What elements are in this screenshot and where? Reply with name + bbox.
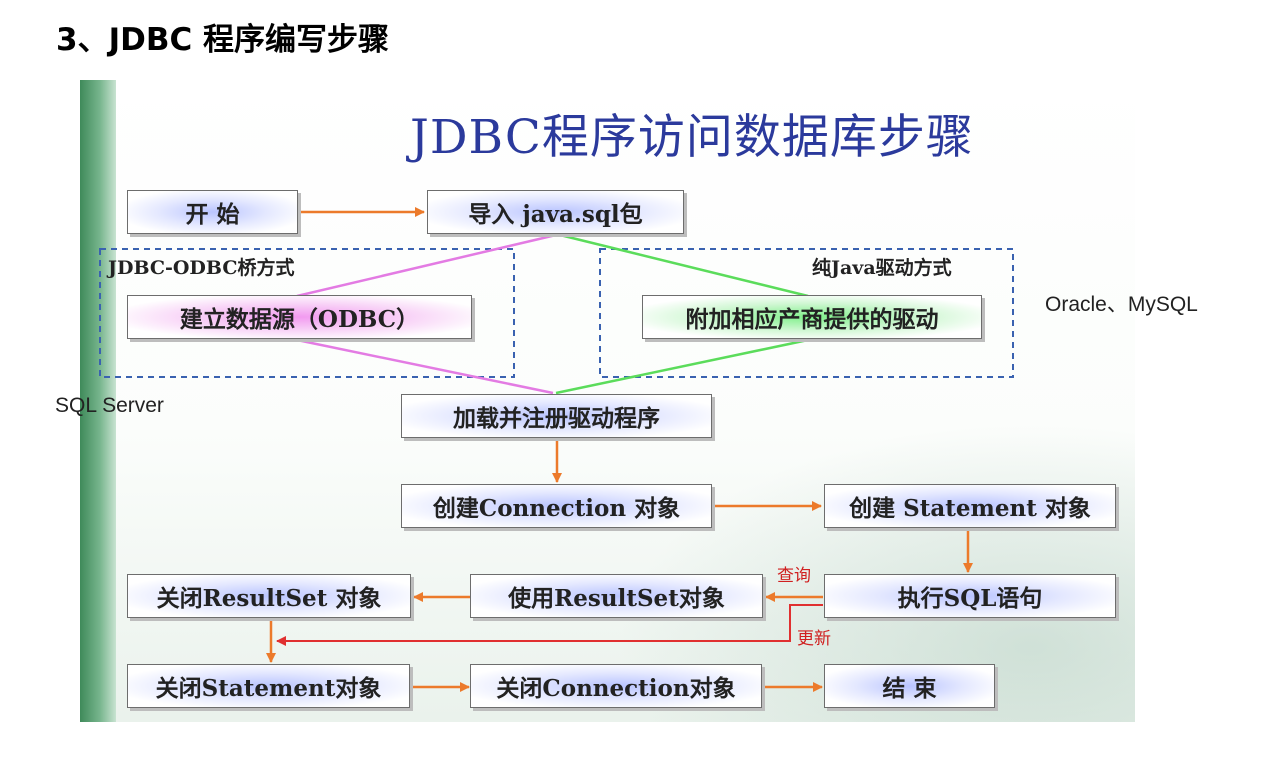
arrow-update-path [276, 604, 823, 646]
odbc-path-out [296, 338, 554, 395]
java-path-in [559, 233, 809, 298]
edge-label-update: 更新 [797, 629, 831, 649]
step-create-odbc-datasource: 建立数据源（ODBC） [127, 295, 472, 339]
java-group-label: 纯Java驱动方式 [812, 257, 952, 279]
step-load-register-driver: 加载并注册驱动程序 [401, 394, 712, 438]
step-create-connection: 创建Connection 对象 [401, 484, 712, 528]
sql-server-label: SQL Server [55, 394, 164, 417]
step-import-java-sql: 导入 java.sql包 [427, 190, 684, 234]
step-start: 开 始 [127, 190, 298, 234]
step-add-vendor-driver: 附加相应产商提供的驱动 [642, 295, 982, 339]
slide-left-stripe [80, 80, 116, 722]
slide-title: JDBC程序访问数据库步骤 [410, 110, 974, 165]
step-close-resultset: 关闭ResultSet 对象 [127, 574, 411, 618]
odbc-group-label: JDBC-ODBC桥方式 [108, 257, 295, 279]
edge-label-query: 查询 [777, 566, 811, 586]
odbc-path-in [296, 233, 557, 298]
step-end: 结 束 [824, 664, 995, 708]
step-use-resultset: 使用ResultSet对象 [470, 574, 763, 618]
odbc-group-border [99, 248, 515, 378]
step-execute-sql: 执行SQL语句 [824, 574, 1116, 618]
step-close-connection: 关闭Connection对象 [470, 664, 762, 708]
oracle-mysql-label: Oracle、MySQL [1045, 293, 1198, 316]
java-group-border [599, 248, 1014, 378]
java-path-out [555, 338, 809, 395]
step-close-statement: 关闭Statement对象 [127, 664, 410, 708]
section-heading: 3、JDBC 程序编写步骤 [56, 22, 390, 58]
step-create-statement: 创建 Statement 对象 [824, 484, 1116, 528]
